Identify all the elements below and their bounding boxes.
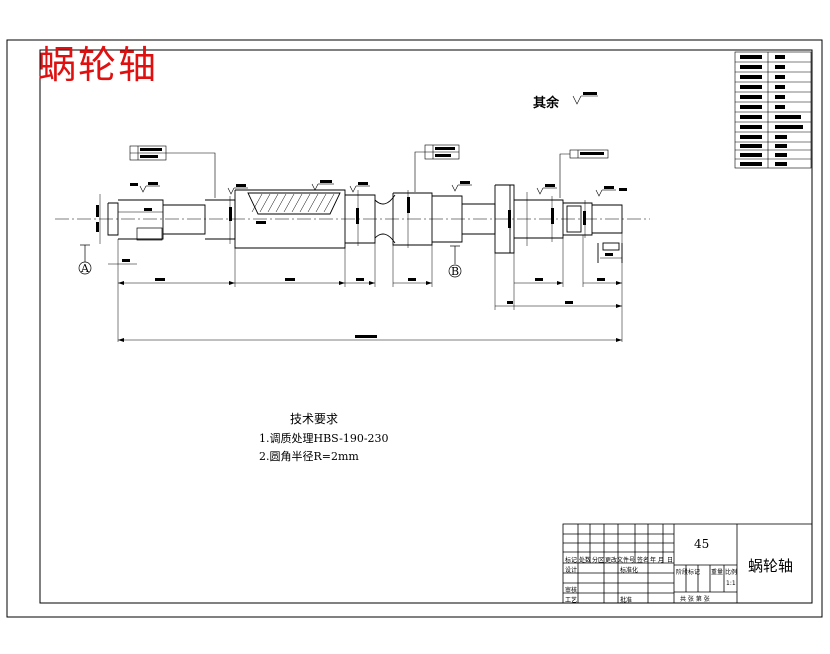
tolerance-text [140, 147, 604, 158]
dimension-arrows [118, 281, 622, 342]
parameter-table [734, 51, 812, 169]
tb-zone: 分区 [592, 557, 605, 564]
tb-month: 月 [658, 557, 665, 564]
tb-sheets: 共 张 第 张 [680, 596, 710, 603]
drawing-title-red: 蜗轮轴 [38, 43, 159, 87]
tb-change-doc: 更改文件号 [605, 557, 636, 564]
tech-requirement-1: 1.调质处理HBS-190-230 [259, 432, 389, 445]
tb-mark: 标记 [565, 557, 578, 564]
tb-stage: 阶段标记 [676, 569, 701, 576]
datum-b-label: B [451, 265, 460, 278]
inner-border [39, 49, 813, 604]
shaft-profile [107, 184, 623, 263]
parameter-table-fill [740, 55, 803, 166]
roughness-values [130, 92, 627, 191]
tb-sign: 签名 [637, 557, 650, 564]
keyway-left [136, 227, 163, 241]
tb-ratio: 比例 [725, 569, 738, 576]
tb-scale: 1:1 [726, 580, 736, 587]
tb-year: 年 [650, 557, 657, 564]
rest-roughness-label: 其余 [533, 96, 560, 111]
tech-requirement-2: 2.圆角半径R=2mm [259, 450, 359, 463]
tech-requirements-title: 技术要求 [290, 412, 339, 426]
tb-approve: 批准 [620, 597, 633, 604]
datum-a-symbol [78, 244, 92, 275]
material-value: 45 [694, 537, 710, 551]
dimension-values [96, 197, 613, 338]
outer-border [6, 39, 823, 618]
diameter-leaders [99, 190, 586, 248]
tb-count: 处数 [579, 557, 592, 564]
tb-day: 日 [667, 557, 674, 564]
datum-b-symbol [448, 245, 462, 278]
tb-review: 审核 [565, 587, 578, 594]
tb-process: 工艺 [565, 597, 578, 604]
datum-a-label: A [81, 262, 89, 275]
part-name: 蜗轮轴 [748, 557, 794, 575]
tb-standard: 标准化 [620, 567, 639, 574]
tb-weight: 重量 [711, 569, 724, 576]
tb-design: 设计 [565, 567, 578, 574]
roughness-marks [139, 95, 616, 197]
title-block [562, 523, 813, 604]
tolerance-frames [129, 144, 609, 198]
worm-thread-hatch [251, 193, 335, 213]
dimension-lines [108, 211, 623, 342]
